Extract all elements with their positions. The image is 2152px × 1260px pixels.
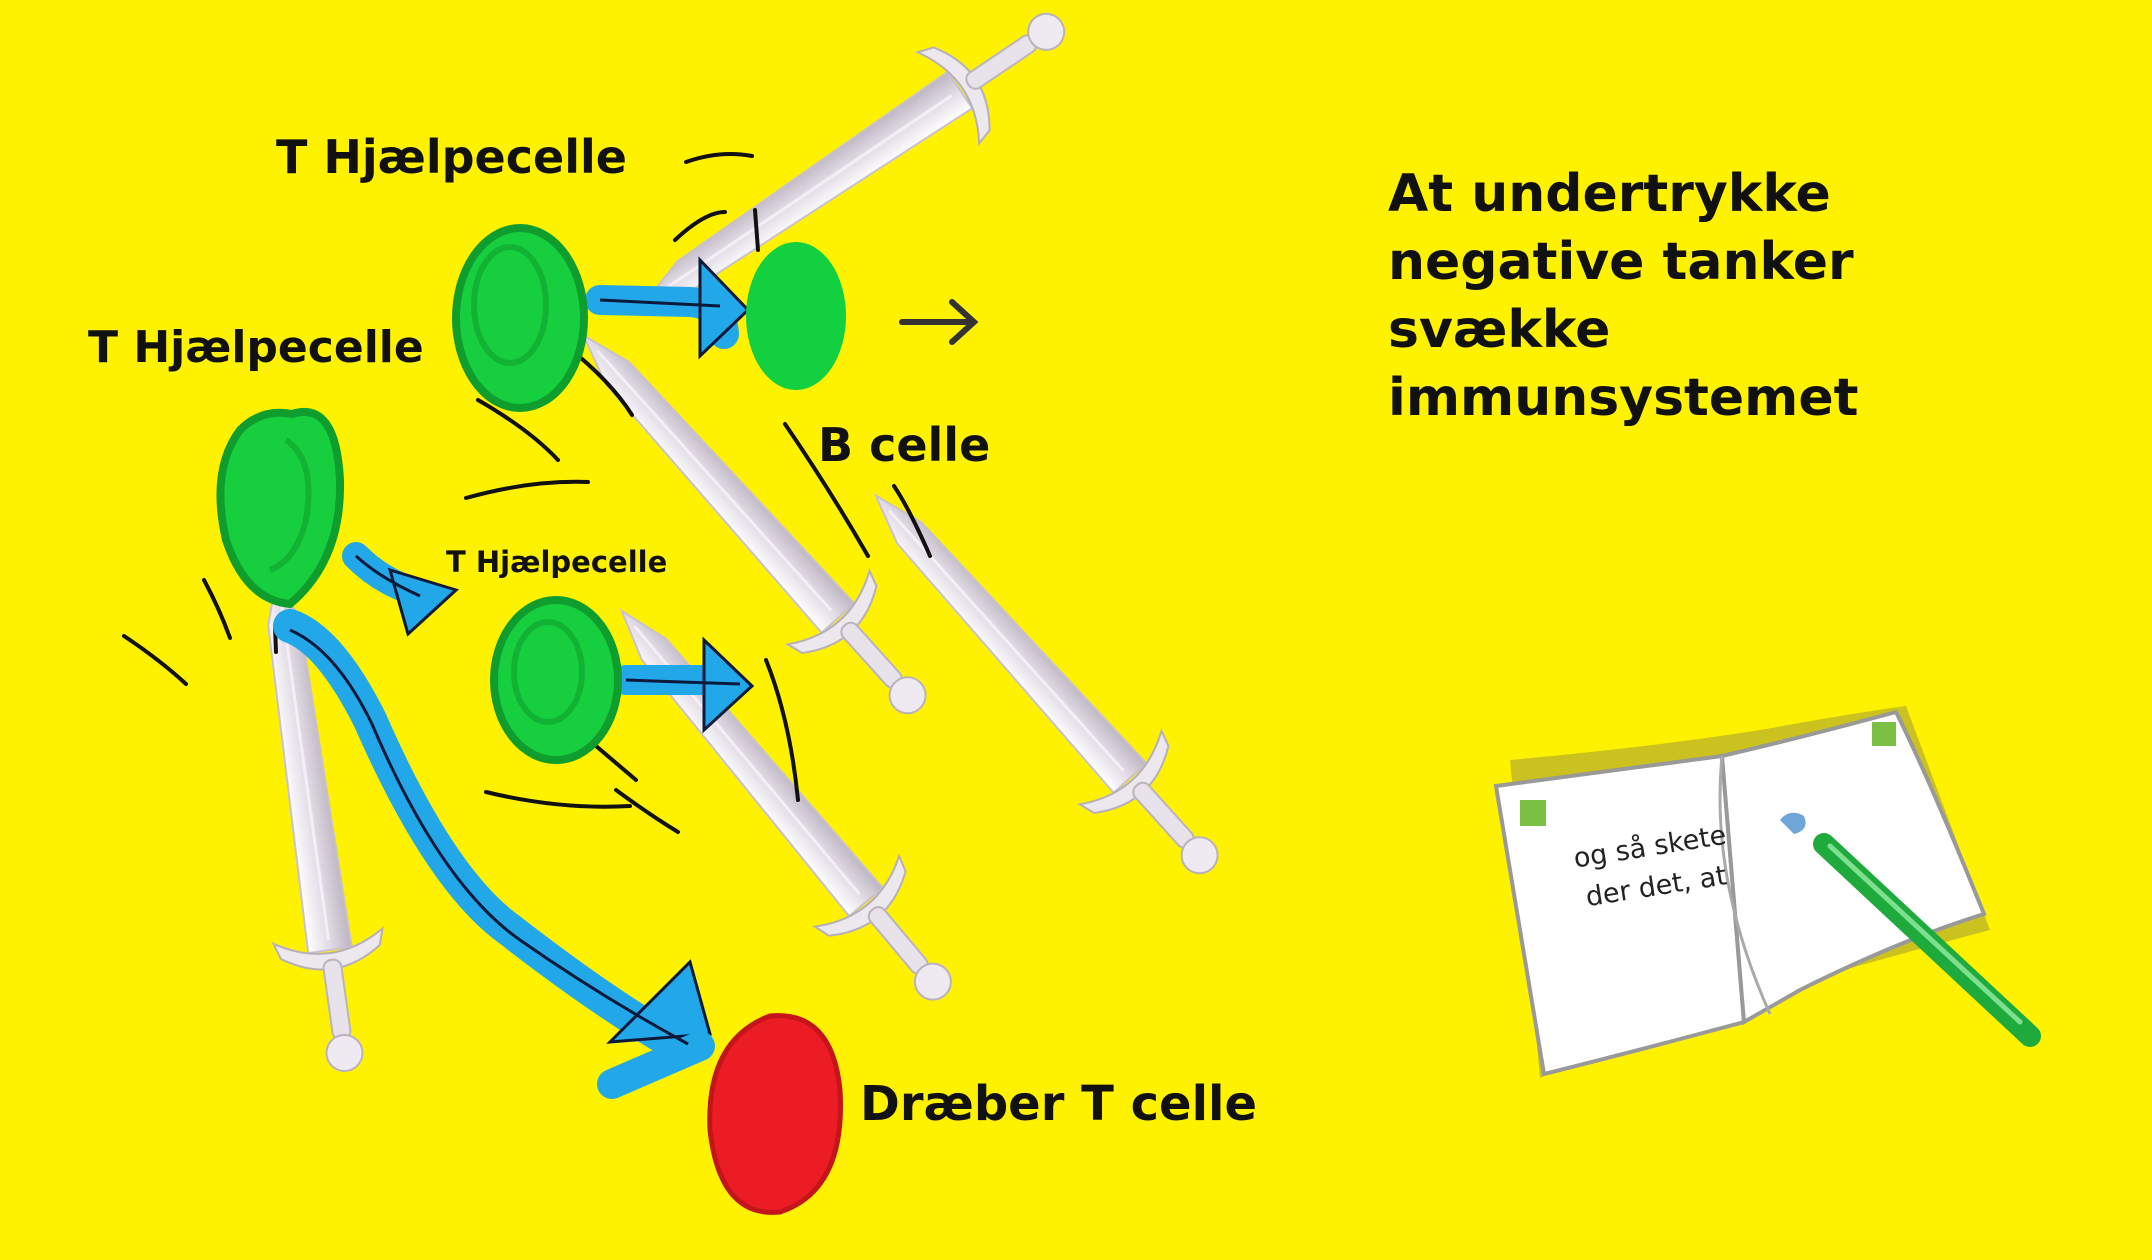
headline-line: immunsystemet (1388, 368, 1859, 428)
open-book-icon (1493, 706, 2041, 1078)
sword-icon (578, 574, 989, 1033)
b-cell-label: B celle (818, 418, 991, 472)
headline-line: negative tanker (1388, 232, 1854, 292)
pen-icon (1813, 833, 2041, 1047)
t-helper-cell-left (216, 408, 345, 609)
motion-lines (122, 152, 932, 834)
headline-line: At undertrykke (1388, 164, 1831, 224)
t-helper-label-small: T Hjælpecelle (446, 545, 668, 579)
b-cell (746, 242, 846, 390)
t-helper-label-left: T Hjælpecelle (88, 322, 424, 373)
arrow-icon (899, 299, 979, 345)
arrow-long (273, 609, 715, 1099)
t-helper-label-top: T Hjælpecelle (276, 130, 627, 184)
headline-line: svække (1388, 300, 1611, 360)
headline: At undertrykke negative tanker svække im… (1388, 160, 2088, 432)
killer-t-cell-label: Dræber T celle (860, 1076, 1258, 1132)
killer-t-cell (707, 1013, 843, 1215)
t-helper-cell-small (490, 596, 622, 764)
arrow-middle (611, 636, 755, 734)
t-helper-cell-top (452, 224, 588, 412)
arrow-top (585, 256, 751, 360)
arrow-small (342, 542, 459, 637)
